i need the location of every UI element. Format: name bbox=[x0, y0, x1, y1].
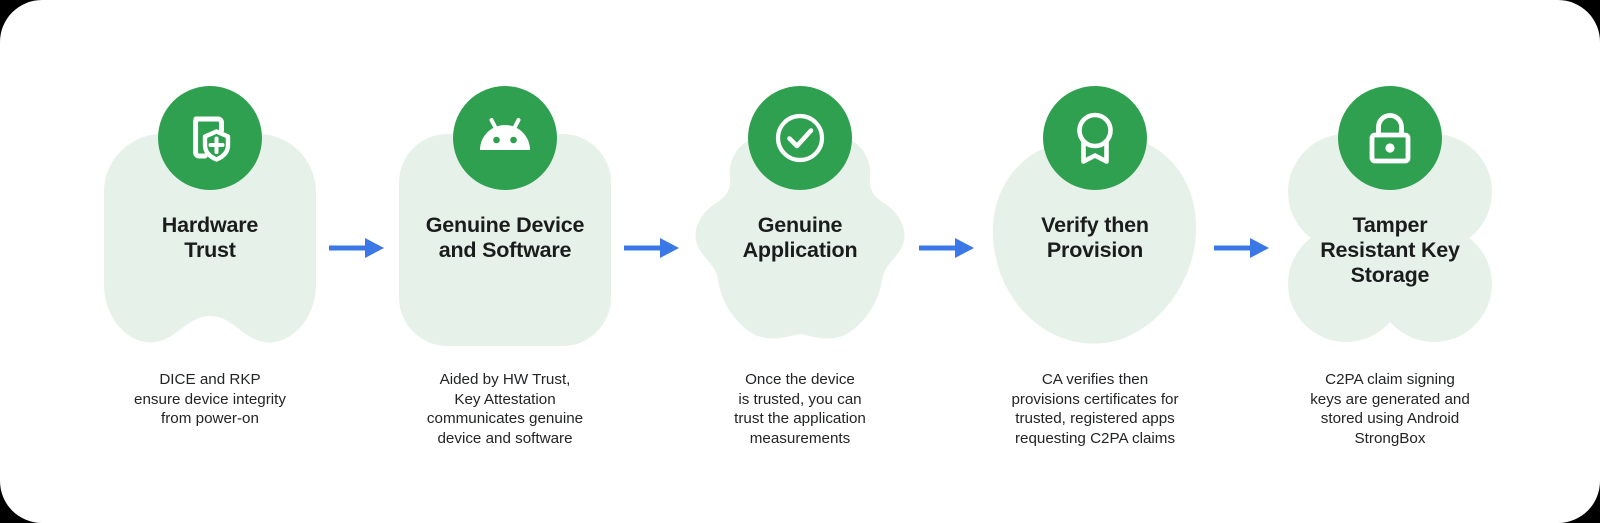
device-shield-icon bbox=[158, 86, 262, 190]
blob-organic bbox=[992, 134, 1197, 344]
check-circle-icon bbox=[748, 86, 852, 190]
arrow-3 bbox=[919, 0, 976, 523]
arrow-2 bbox=[624, 0, 681, 523]
caption-line: provisions certificates for bbox=[1011, 390, 1179, 408]
caption-line: Aided by HW Trust, bbox=[439, 371, 571, 388]
step-genuine-application: Genuine Application Once the device is t… bbox=[681, 0, 919, 523]
step-title-line: Storage bbox=[1350, 262, 1430, 287]
step-title-line: Resistant Key bbox=[1320, 237, 1460, 262]
step-title-4: Verify then Provision bbox=[976, 213, 1214, 263]
step-blob-3 bbox=[694, 134, 906, 346]
blob-rounded-top-wavy-bottom bbox=[104, 134, 316, 343]
caption-line: C2PA claim signing bbox=[1325, 371, 1455, 388]
caption-line: stored using Android bbox=[1320, 410, 1460, 428]
step-tamper-resistant-key-storage: Tamper Resistant Key Storage C2PA claim … bbox=[1271, 0, 1509, 523]
caption-line: Once the device bbox=[745, 371, 855, 388]
step-title-line: Provision bbox=[1046, 237, 1144, 262]
step-caption-4: CA verifies then provisions certificates… bbox=[970, 370, 1220, 448]
arrow-1 bbox=[329, 0, 386, 523]
step-title-3: Genuine Application bbox=[681, 213, 919, 263]
step-hardware-trust: Hardware Trust DICE and RKP ensure devic… bbox=[91, 0, 329, 523]
caption-line: trust the application bbox=[734, 410, 866, 428]
caption-line: is trusted, you can bbox=[738, 390, 862, 408]
lock-icon bbox=[1338, 86, 1442, 190]
caption-line: ensure device integrity bbox=[134, 390, 286, 408]
step-title-line: and Software bbox=[438, 237, 572, 262]
arrow-right-icon bbox=[919, 238, 974, 258]
caption-line: from power-on bbox=[161, 410, 259, 428]
caption-line: measurements bbox=[749, 429, 851, 447]
caption-line: trusted, registered apps bbox=[1015, 410, 1175, 428]
arrow-right-icon bbox=[624, 238, 679, 258]
step-title-line: Verify then bbox=[1041, 213, 1149, 237]
caption-line: device and software bbox=[437, 429, 573, 447]
caption-line: requesting C2PA claims bbox=[1014, 429, 1176, 447]
step-title-line: Hardware bbox=[161, 213, 259, 237]
step-title-5: Tamper Resistant Key Storage bbox=[1271, 213, 1509, 288]
award-ribbon-icon bbox=[1043, 86, 1147, 190]
step-genuine-device-and-software: Genuine Device and Software Aided by HW … bbox=[386, 0, 624, 523]
caption-line: keys are generated and bbox=[1310, 390, 1470, 408]
caption-line: communicates genuine bbox=[426, 410, 584, 428]
arrow-4 bbox=[1214, 0, 1271, 523]
step-title-line: Genuine bbox=[757, 213, 843, 237]
caption-line: Key Attestation bbox=[454, 390, 556, 408]
step-title-line: Application bbox=[742, 237, 858, 262]
arrow-right-icon bbox=[1214, 238, 1269, 258]
step-verify-then-provision: Verify then Provision CA verifies then p… bbox=[976, 0, 1214, 523]
step-title-1: Hardware Trust bbox=[91, 213, 329, 263]
arrow-right-icon bbox=[329, 238, 384, 258]
step-title-line: Tamper bbox=[1352, 213, 1428, 237]
step-title-line: Trust bbox=[184, 237, 236, 262]
step-blob-4 bbox=[989, 134, 1201, 346]
step-title-2: Genuine Device and Software bbox=[386, 213, 624, 263]
caption-line: CA verifies then bbox=[1041, 371, 1149, 388]
step-caption-3: Once the device is trusted, you can trus… bbox=[675, 370, 925, 448]
blob-wavy-scalloped bbox=[695, 134, 905, 339]
step-title-line: Genuine Device bbox=[425, 213, 585, 237]
step-blob-2 bbox=[399, 134, 611, 346]
step-caption-1: DICE and RKP ensure device integrity fro… bbox=[85, 370, 335, 429]
android-robot-icon bbox=[453, 86, 557, 190]
caption-line: StrongBox bbox=[1354, 429, 1426, 447]
step-caption-5: C2PA claim signing keys are generated an… bbox=[1265, 370, 1515, 448]
caption-line: DICE and RKP bbox=[159, 371, 261, 388]
step-caption-2: Aided by HW Trust, Key Attestation commu… bbox=[380, 370, 630, 448]
blob-rounded-square bbox=[399, 134, 611, 346]
step-blob-1 bbox=[104, 134, 316, 346]
